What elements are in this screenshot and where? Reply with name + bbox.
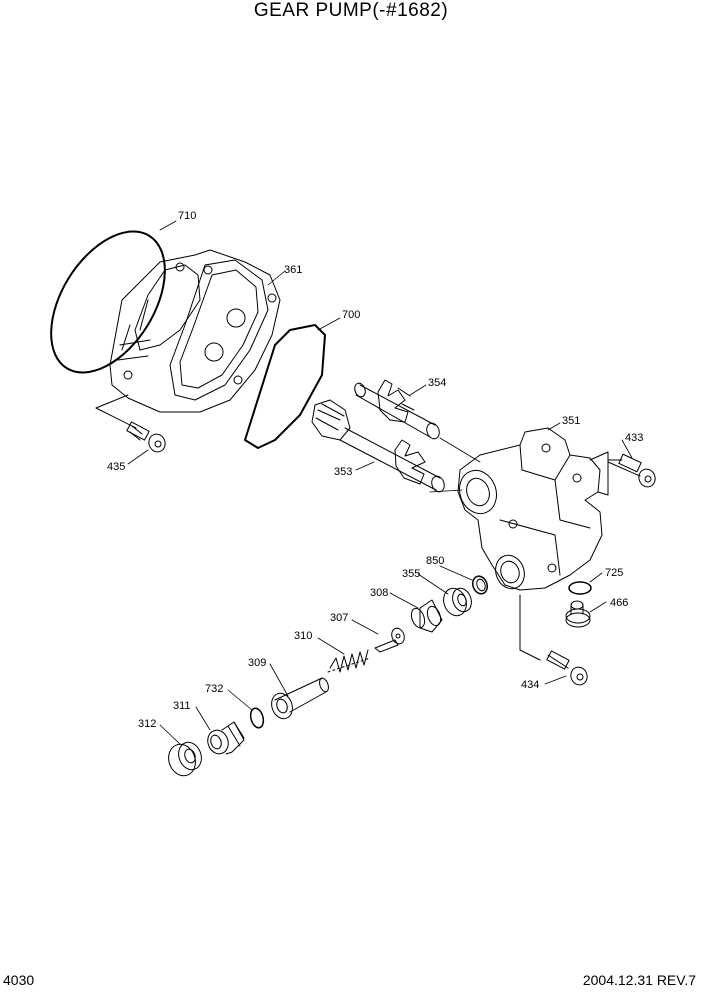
part-700-gasket bbox=[245, 325, 325, 448]
part-label-710: 710 bbox=[178, 210, 197, 222]
part-361-cover bbox=[110, 250, 280, 412]
part-710-oring bbox=[28, 211, 189, 392]
part-435-bolt bbox=[96, 395, 168, 454]
part-label-309: 309 bbox=[248, 657, 267, 669]
part-312-nut bbox=[164, 739, 205, 779]
page-number: 4030 bbox=[3, 972, 35, 988]
part-466-plug bbox=[566, 601, 590, 627]
part-725-oring bbox=[569, 582, 591, 594]
part-label-308: 308 bbox=[370, 587, 389, 599]
part-label-355: 355 bbox=[402, 568, 421, 580]
part-354-gear-shaft bbox=[353, 380, 441, 441]
part-label-850: 850 bbox=[426, 555, 445, 567]
part-307-poppet bbox=[375, 626, 406, 652]
part-label-361: 361 bbox=[284, 264, 303, 276]
part-434-bolt bbox=[520, 595, 590, 687]
part-351-pump-body bbox=[454, 428, 608, 593]
leader-lines bbox=[128, 221, 632, 744]
part-label-434: 434 bbox=[521, 679, 540, 691]
part-label-307: 307 bbox=[330, 612, 349, 624]
part-308-plug bbox=[409, 600, 443, 632]
part-310-spring bbox=[328, 650, 370, 672]
part-353-drive-shaft bbox=[312, 400, 446, 494]
part-label-354: 354 bbox=[428, 377, 447, 389]
part-label-732: 732 bbox=[205, 683, 224, 695]
part-311-plug bbox=[204, 722, 244, 757]
part-label-353: 353 bbox=[334, 466, 353, 478]
part-label-310: 310 bbox=[294, 630, 313, 642]
part-label-435: 435 bbox=[107, 461, 126, 473]
part-732-oring bbox=[249, 707, 266, 729]
revision-stamp: 2004.12.31 REV.7 bbox=[582, 972, 696, 988]
part-label-433: 433 bbox=[625, 432, 644, 444]
part-label-311: 311 bbox=[173, 700, 191, 712]
part-label-700: 700 bbox=[342, 309, 361, 321]
part-355-seal bbox=[440, 585, 475, 619]
diagram-title: GEAR PUMP(-#1682) bbox=[253, 0, 449, 21]
part-850-ring bbox=[470, 574, 489, 596]
part-label-466: 466 bbox=[610, 597, 629, 609]
part-label-351: 351 bbox=[562, 415, 581, 427]
part-309-sleeve bbox=[268, 677, 330, 722]
part-label-725: 725 bbox=[605, 567, 624, 579]
part-433-bolt bbox=[608, 454, 658, 489]
part-label-312: 312 bbox=[138, 718, 157, 730]
